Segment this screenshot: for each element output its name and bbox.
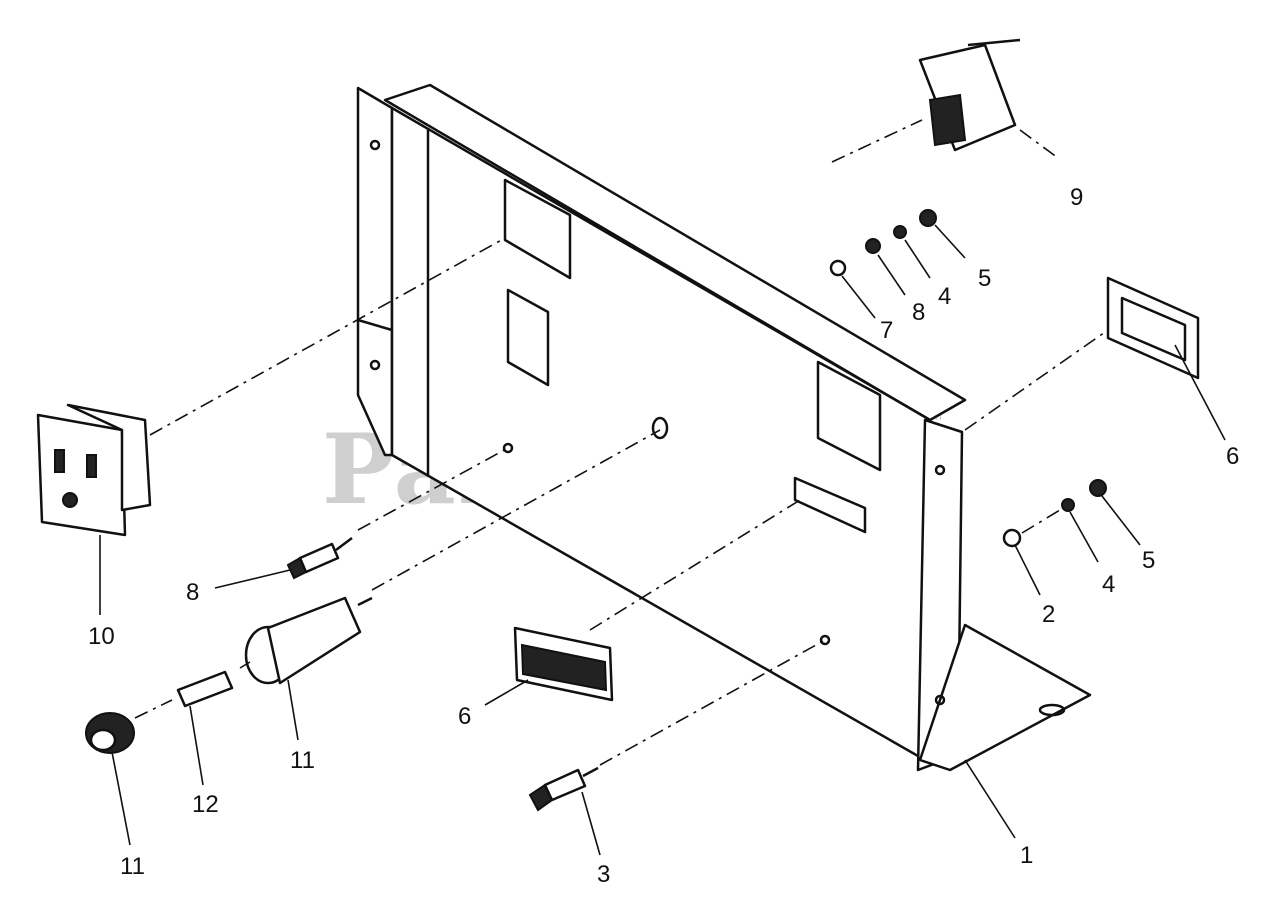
fuse-hole xyxy=(651,416,669,440)
screw-body xyxy=(298,542,340,574)
leader-lines xyxy=(99,224,1226,856)
leader-2 xyxy=(1014,544,1041,596)
nut-5 xyxy=(919,209,937,227)
leader-4b xyxy=(1069,511,1099,563)
leader-1 xyxy=(964,759,1016,839)
leader-12 xyxy=(189,705,204,786)
callout-12: 12 xyxy=(192,791,219,818)
leader-6a xyxy=(1174,344,1226,441)
mount-hole xyxy=(369,359,381,371)
washer-7 xyxy=(829,259,847,277)
rocker-switch xyxy=(918,38,1021,152)
washer-2 xyxy=(1002,528,1022,548)
mount-hole xyxy=(502,442,514,454)
lamp-lens xyxy=(520,643,608,692)
bezel-window xyxy=(1120,296,1187,362)
callout-6b: 6 xyxy=(458,703,471,730)
callout-1: 1 xyxy=(1020,842,1033,869)
lockwasher-4 xyxy=(893,225,907,239)
spacer-8 xyxy=(865,238,881,254)
leader-11a xyxy=(287,679,299,741)
panel-cutout-lamp xyxy=(793,476,867,534)
callout-7: 7 xyxy=(880,317,893,344)
dash-line-fuse-holder xyxy=(371,429,661,591)
outlet-ground-hole xyxy=(62,492,78,508)
fuse-cap-face xyxy=(89,728,117,752)
mount-hole xyxy=(934,464,946,476)
screw-3 xyxy=(528,766,599,812)
screw-tip xyxy=(335,537,353,551)
callout-labels: 9 5 4 8 7 6 5 4 2 1 10 8 11 12 11 6 3 xyxy=(88,184,1239,888)
callout-10: 10 xyxy=(88,623,115,650)
lamp-hardware xyxy=(1002,479,1107,548)
outlet-face xyxy=(36,413,127,537)
dash-line-lamp xyxy=(589,499,801,631)
switch-hardware xyxy=(829,209,937,277)
screw-8 xyxy=(286,537,353,580)
leader-5b xyxy=(1101,495,1141,546)
fuse xyxy=(176,670,234,708)
dash-line-fuse xyxy=(239,661,251,669)
mount-hole xyxy=(369,139,381,151)
nut-5 xyxy=(1089,479,1107,497)
leader-4a xyxy=(904,239,931,279)
screw-tip xyxy=(582,766,599,778)
indicator-lamp xyxy=(513,626,614,702)
control-panel-bracket xyxy=(356,83,1092,772)
panel-cutout-upper-left xyxy=(503,178,572,280)
lockwasher-4 xyxy=(1061,498,1075,512)
panel-fold-line xyxy=(357,318,393,332)
leader-5a xyxy=(934,224,966,259)
callout-4b: 4 xyxy=(1102,571,1115,598)
dash-line-outlet xyxy=(149,237,506,436)
callout-11b: 11 xyxy=(120,853,145,880)
panel-cutout-slot xyxy=(506,288,550,387)
fuse-body xyxy=(176,670,234,708)
panel-face xyxy=(390,106,932,762)
screw-body xyxy=(543,768,587,802)
callout-6a: 6 xyxy=(1226,443,1239,470)
leader-11b xyxy=(111,751,131,846)
dash-line-switch xyxy=(831,119,923,163)
outlet-receptacle xyxy=(36,403,152,537)
dash-line-cap xyxy=(134,699,173,719)
lens-bezel xyxy=(1106,276,1200,380)
switch-rocker xyxy=(928,93,967,147)
foot-slot xyxy=(1038,703,1066,717)
leader-8b xyxy=(214,569,291,589)
dash-line-bezel xyxy=(964,329,1109,431)
callout-8a: 8 xyxy=(912,299,925,326)
callout-2: 2 xyxy=(1042,601,1055,628)
leader-7 xyxy=(841,275,876,319)
leader-6b xyxy=(484,679,529,706)
fuse-holder xyxy=(244,596,373,685)
mount-hole xyxy=(819,634,831,646)
switch-terminal xyxy=(967,38,1021,47)
fuse-holder-body xyxy=(266,596,362,685)
dash-line-screw-3 xyxy=(599,639,826,766)
callout-5a: 5 xyxy=(978,265,991,292)
callout-8b: 8 xyxy=(186,579,199,606)
leader-8a xyxy=(877,254,906,296)
dash-line-lamp-hardware xyxy=(1021,509,1061,534)
fuse-cap xyxy=(85,712,135,754)
dash-line-switch-rear xyxy=(1019,129,1059,159)
leader-3 xyxy=(581,791,601,856)
outlet-body xyxy=(66,403,152,512)
assembly-lines xyxy=(134,119,1109,766)
outlet-slot xyxy=(54,449,65,473)
callout-3: 3 xyxy=(597,861,610,888)
panel-foot-flange xyxy=(918,623,1092,772)
callout-5b: 5 xyxy=(1142,547,1155,574)
panel-cutout-right xyxy=(816,360,882,472)
fuse-holder-terminal xyxy=(357,596,373,607)
callout-9: 9 xyxy=(1070,184,1083,211)
panel-left-flange xyxy=(356,86,394,457)
outlet-slot xyxy=(86,454,97,478)
callout-11a: 11 xyxy=(290,747,315,774)
mount-hole xyxy=(934,694,946,706)
callout-4a: 4 xyxy=(938,283,951,310)
